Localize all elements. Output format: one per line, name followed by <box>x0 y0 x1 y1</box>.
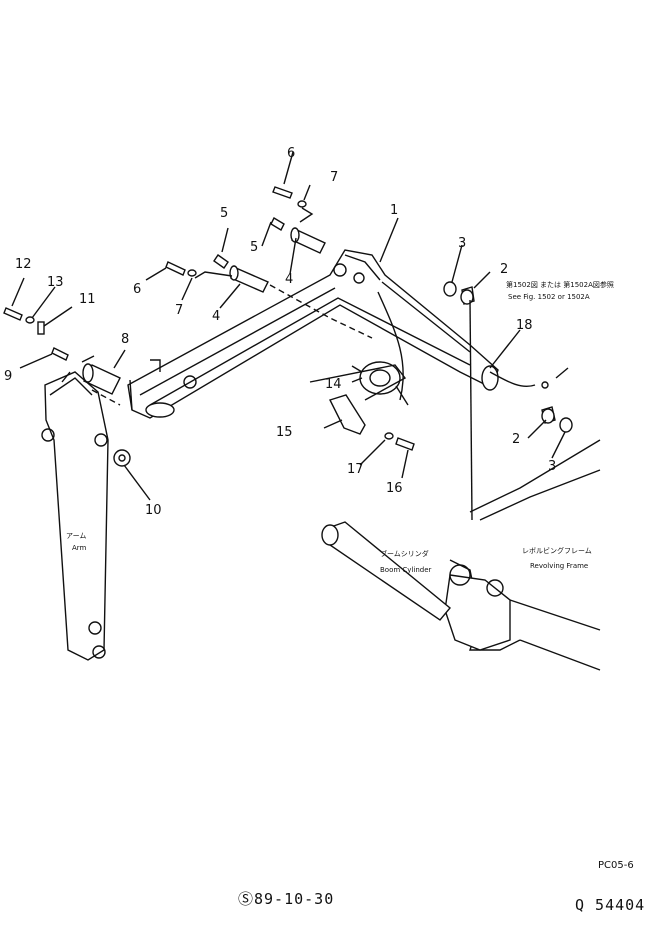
bushings-lower <box>541 406 573 433</box>
callout-2-lower: 2 <box>512 432 520 447</box>
ref-label-en: See Fig. 1502 or 1502A <box>508 293 590 301</box>
washer-10 <box>113 449 131 467</box>
callout-16: 16 <box>386 481 403 496</box>
callout-7-lower: 7 <box>175 303 183 318</box>
callout-4-upper: 4 <box>285 272 293 287</box>
arm-label-jp: アーム <box>66 532 86 540</box>
pin-4-upper <box>290 227 326 254</box>
page-code: PC05-6 <box>598 860 634 871</box>
frame-label-jp: レボルビングフレーム <box>522 546 592 555</box>
callout-9: 9 <box>4 369 12 384</box>
callout-17: 17 <box>347 462 364 477</box>
ref-label-jp: 第1502図 または 第1502A図参照 <box>506 280 614 289</box>
callout-2-upper: 2 <box>500 262 508 277</box>
part-labels: アーム Arm ブームシリンダ Boom Cylinder レボルビングフレーム… <box>66 280 614 574</box>
callout-11: 11 <box>79 292 96 307</box>
callout-numbers: 1 2 3 2 3 4 4 5 5 6 6 7 7 8 9 10 11 12 1… <box>4 146 556 518</box>
bolt-group-left <box>3 307 69 361</box>
bolts <box>165 186 314 279</box>
cylinder-label-en: Boom Cylinder <box>380 566 432 574</box>
bracket-15 <box>309 364 407 435</box>
leader-lines <box>11 151 566 501</box>
boom-foot-bushing <box>481 365 499 391</box>
callout-15: 15 <box>276 425 293 440</box>
pin-4-lower <box>229 265 269 293</box>
callout-13: 13 <box>47 275 64 290</box>
callout-14: 14 <box>325 377 342 392</box>
arm <box>41 371 109 661</box>
cylinder-label-jp: ブームシリンダ <box>380 549 429 558</box>
frame-label-en: Revolving Frame <box>530 562 588 570</box>
pin-8 <box>81 355 121 395</box>
callout-12: 12 <box>15 257 32 272</box>
arm-label-en: Arm <box>72 544 87 552</box>
bushings-upper <box>443 281 475 305</box>
callout-7-upper: 7 <box>330 170 338 185</box>
document-number: Q 54404 <box>575 896 645 914</box>
revolving-frame <box>444 439 601 671</box>
callout-3-upper: 3 <box>458 236 466 251</box>
callout-5-upper: 5 <box>220 206 228 221</box>
callout-5-lower: 5 <box>250 240 258 255</box>
callout-6-lower: 6 <box>133 282 141 297</box>
callout-8: 8 <box>121 332 129 347</box>
revision-date: Ⓢ89-10-30 <box>238 890 334 908</box>
callout-6-upper: 6 <box>287 146 295 161</box>
boom <box>127 249 499 419</box>
callout-18: 18 <box>516 318 533 333</box>
grease-line-18 <box>377 291 569 401</box>
callout-4-lower: 4 <box>212 309 220 324</box>
callout-1: 1 <box>390 203 398 218</box>
boom-cylinder <box>321 521 451 621</box>
bolt-16-17 <box>384 432 415 451</box>
callout-10: 10 <box>145 503 162 518</box>
callout-3-lower: 3 <box>548 459 556 474</box>
footer: PC05-6 Ⓢ89-10-30 Q 54404 <box>238 860 645 914</box>
centerlines <box>91 284 473 521</box>
